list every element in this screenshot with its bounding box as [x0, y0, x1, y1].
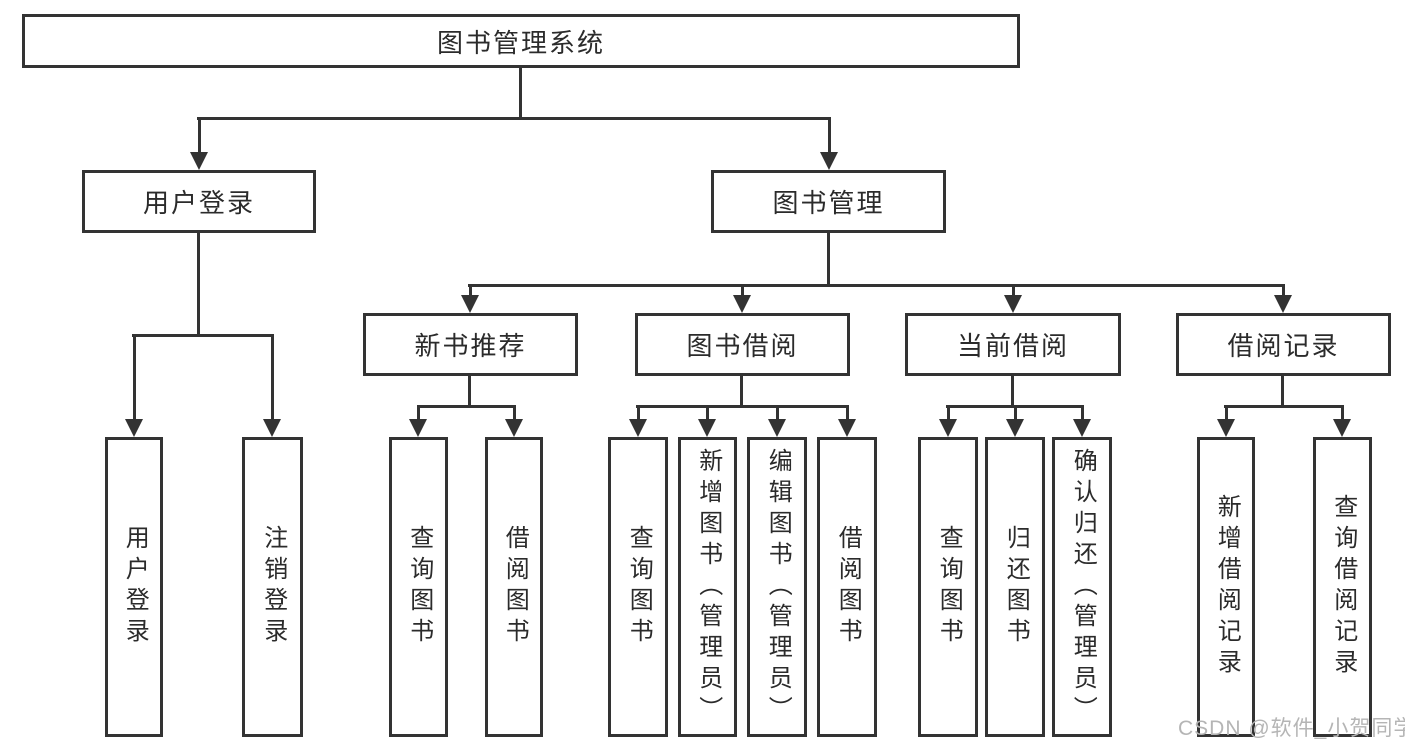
connector-line	[271, 334, 274, 419]
leaf-label: 查询图书	[935, 525, 963, 649]
connector-line	[519, 66, 522, 118]
leaf-logout: 注销登录	[242, 437, 303, 737]
arrow-down-icon	[1333, 419, 1351, 437]
arrow-down-icon	[1274, 295, 1292, 313]
connector-line	[197, 117, 831, 120]
leaf-query-books-recommend: 查询图书	[389, 437, 448, 737]
arrow-down-icon	[768, 419, 786, 437]
leaf-label: 查询图书	[405, 525, 433, 649]
connector-line	[132, 334, 274, 337]
connector-line	[706, 405, 709, 419]
connector-line	[1341, 405, 1344, 419]
arrow-down-icon	[1004, 295, 1022, 313]
connector-line	[1281, 374, 1284, 407]
leaf-borrow-books-borrowing: 借阅图书	[817, 437, 877, 737]
connector-line	[1225, 405, 1228, 419]
connector-line	[741, 284, 744, 295]
leaf-add-book-admin: 新增图书（管理员）	[678, 437, 737, 737]
leaf-label: 归还图书	[1002, 525, 1030, 649]
arrow-down-icon	[125, 419, 143, 437]
arrow-down-icon	[698, 419, 716, 437]
arrow-down-icon	[505, 419, 523, 437]
connector-line	[637, 405, 640, 419]
connector-line	[468, 374, 471, 407]
leaf-label: 查询借阅记录	[1329, 494, 1357, 680]
arrow-down-icon	[733, 295, 751, 313]
connector-line	[846, 405, 849, 419]
node-borrowing-records: 借阅记录	[1176, 313, 1391, 376]
node-library-system: 图书管理系统	[22, 14, 1020, 68]
csdn-watermark: CSDN @软件_小贺同学	[1178, 717, 1405, 740]
arrow-down-icon	[939, 419, 957, 437]
connector-line	[417, 405, 516, 408]
arrow-down-icon	[820, 152, 838, 170]
connector-line	[469, 284, 472, 295]
arrow-down-icon	[190, 152, 208, 170]
leaf-label: 借阅图书	[501, 525, 529, 649]
node-user-login: 用户登录	[82, 170, 316, 233]
leaf-label: 确认归还（管理员）	[1069, 447, 1097, 727]
node-book-borrowing: 图书借阅	[635, 313, 850, 376]
connector-line	[828, 117, 831, 152]
connector-line	[1014, 405, 1017, 419]
arrow-down-icon	[629, 419, 647, 437]
leaf-user-login: 用户登录	[105, 437, 163, 737]
connector-line	[1081, 405, 1084, 419]
arrow-down-icon	[263, 419, 281, 437]
leaf-add-borrow-record: 新增借阅记录	[1197, 437, 1255, 737]
connector-line	[776, 405, 779, 419]
leaf-edit-book-admin: 编辑图书（管理员）	[747, 437, 807, 737]
connector-line	[1011, 374, 1014, 407]
leaf-confirm-return-admin: 确认归还（管理员）	[1052, 437, 1112, 737]
arrow-down-icon	[1073, 419, 1091, 437]
leaf-query-books-borrowing: 查询图书	[608, 437, 668, 737]
connector-line	[417, 405, 420, 419]
leaf-label: 新增图书（管理员）	[694, 447, 722, 727]
leaf-borrow-books-recommend: 借阅图书	[485, 437, 543, 737]
connector-line	[1282, 284, 1285, 295]
connector-line	[133, 334, 136, 419]
leaf-query-borrow-record: 查询借阅记录	[1313, 437, 1372, 737]
arrow-down-icon	[409, 419, 427, 437]
arrow-down-icon	[461, 295, 479, 313]
connector-line	[468, 284, 1285, 287]
node-current-borrowing: 当前借阅	[905, 313, 1121, 376]
leaf-return-books: 归还图书	[985, 437, 1045, 737]
connector-line	[1012, 284, 1015, 295]
connector-line	[740, 374, 743, 407]
connector-line	[513, 405, 516, 419]
arrow-down-icon	[838, 419, 856, 437]
arrow-down-icon	[1006, 419, 1024, 437]
connector-line	[197, 231, 200, 335]
leaf-label: 注销登录	[259, 525, 287, 649]
leaf-label: 查询图书	[625, 525, 653, 649]
arrow-down-icon	[1217, 419, 1235, 437]
leaf-label: 新增借阅记录	[1213, 494, 1241, 680]
node-new-book-recommend: 新书推荐	[363, 313, 578, 376]
leaf-query-books-current: 查询图书	[918, 437, 978, 737]
connector-line	[636, 405, 848, 408]
node-book-management: 图书管理	[711, 170, 946, 233]
connector-line	[198, 117, 201, 152]
leaf-label: 用户登录	[121, 525, 149, 649]
leaf-label: 编辑图书（管理员）	[764, 447, 792, 727]
leaf-label: 借阅图书	[834, 525, 862, 649]
connector-line	[947, 405, 950, 419]
connector-line	[827, 231, 830, 286]
connector-line	[1224, 405, 1344, 408]
